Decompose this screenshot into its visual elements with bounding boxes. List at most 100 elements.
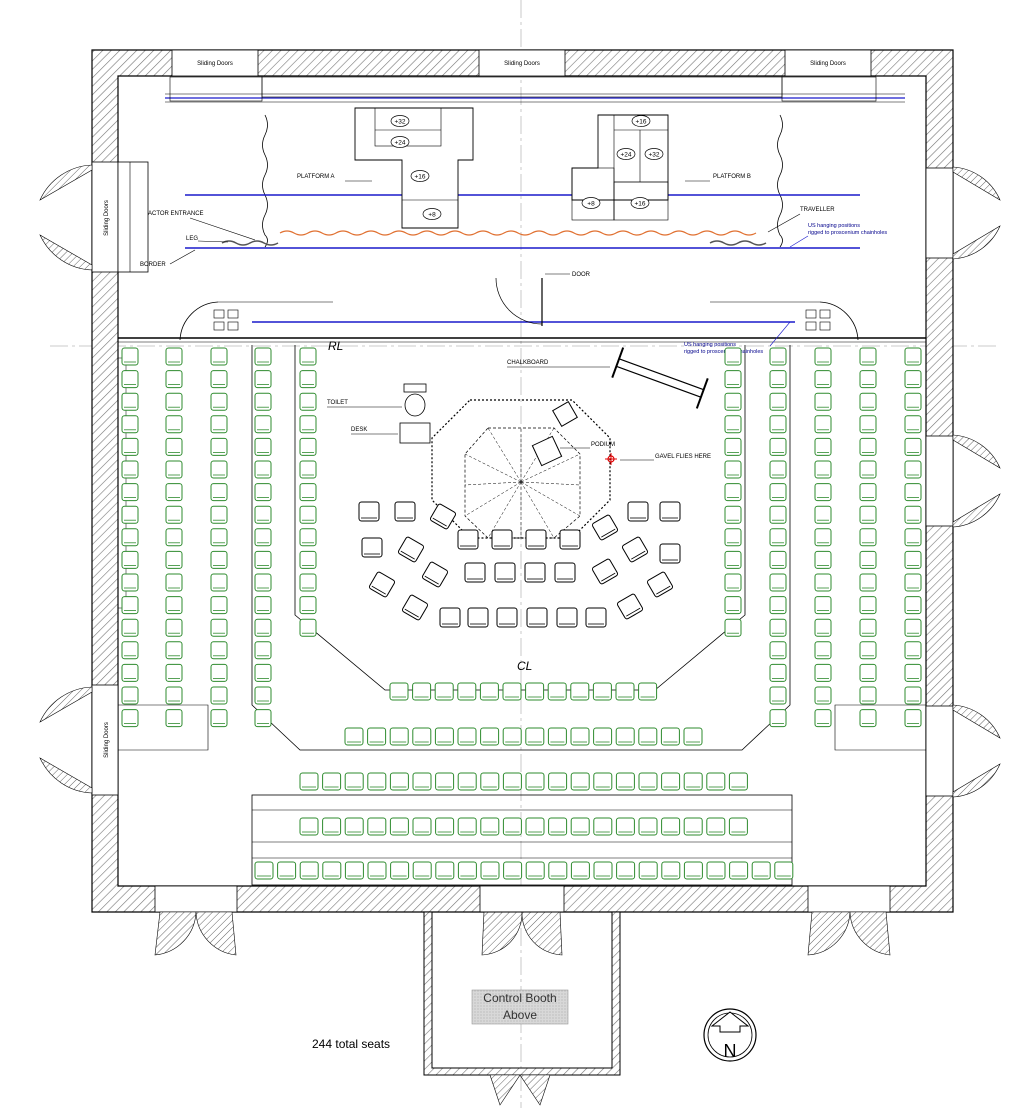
seat <box>814 483 832 502</box>
seat <box>390 861 410 880</box>
seat <box>769 618 787 637</box>
seat <box>814 370 832 389</box>
seat <box>769 641 787 660</box>
seat <box>457 817 477 836</box>
seat <box>165 460 183 479</box>
seat <box>254 641 272 660</box>
seat <box>683 861 703 880</box>
seat <box>165 550 183 569</box>
seat <box>121 686 139 705</box>
seat <box>724 370 742 389</box>
seat <box>367 861 387 880</box>
seat <box>434 682 454 701</box>
seat <box>389 727 409 746</box>
seat <box>402 594 428 621</box>
seat <box>435 861 455 880</box>
seat <box>322 817 342 836</box>
platform-b-label: PLATFORM B <box>713 174 751 180</box>
seat <box>121 663 139 682</box>
seat <box>904 415 922 434</box>
control-booth-above-label: Above <box>503 1008 537 1022</box>
desk-label: DESK <box>351 427 367 433</box>
seat <box>814 641 832 660</box>
gavel-label: GAVEL FLIES HERE <box>655 454 711 460</box>
door-label: DOOR <box>572 272 591 278</box>
seat <box>434 727 454 746</box>
seat <box>660 727 680 746</box>
seat <box>525 529 547 550</box>
seat <box>299 550 317 569</box>
seat <box>502 772 522 791</box>
seat <box>457 772 477 791</box>
seat <box>299 817 319 836</box>
seat <box>165 437 183 456</box>
seat <box>724 618 742 637</box>
seat <box>548 772 568 791</box>
seat <box>480 772 500 791</box>
seat <box>615 817 635 836</box>
actor-entrance-label: ACTOR ENTRANCE <box>148 211 204 217</box>
seat <box>479 682 499 701</box>
seat <box>724 392 742 411</box>
seat <box>728 772 748 791</box>
seat <box>706 861 726 880</box>
seat <box>358 501 380 522</box>
seat <box>592 558 618 585</box>
seat <box>683 727 703 746</box>
seat <box>344 817 364 836</box>
seat <box>299 528 317 547</box>
seat <box>814 392 832 411</box>
seat <box>502 682 522 701</box>
seat <box>165 573 183 592</box>
seat <box>524 562 546 583</box>
seat <box>457 861 477 880</box>
seat <box>457 529 479 550</box>
seat <box>480 817 500 836</box>
seat <box>859 437 877 456</box>
seat <box>904 550 922 569</box>
seat <box>121 709 139 728</box>
seat <box>525 772 545 791</box>
us-hanging-label-3: US hanging positions <box>684 342 736 348</box>
seat <box>121 370 139 389</box>
seat <box>724 460 742 479</box>
seat <box>467 607 489 628</box>
seat <box>814 618 832 637</box>
seat <box>121 437 139 456</box>
audience-seating <box>121 347 922 880</box>
seat <box>724 437 742 456</box>
seat <box>570 861 590 880</box>
seat <box>570 817 590 836</box>
seat <box>859 460 877 479</box>
seat <box>769 415 787 434</box>
platform-b-height-1: +16 <box>635 119 646 126</box>
seat <box>904 370 922 389</box>
seat <box>344 772 364 791</box>
platform-a-height-3: +16 <box>414 174 425 181</box>
seat <box>859 573 877 592</box>
seat <box>659 543 681 564</box>
sliding-doors-label-1: Sliding Doors <box>197 61 233 67</box>
seat <box>210 483 228 502</box>
seat <box>615 772 635 791</box>
seat <box>769 392 787 411</box>
seat <box>439 607 461 628</box>
seat <box>904 505 922 524</box>
seat <box>367 817 387 836</box>
seat <box>724 550 742 569</box>
seat <box>638 817 658 836</box>
north-label: N <box>724 1041 737 1061</box>
seat <box>593 817 613 836</box>
seat <box>422 561 448 588</box>
cl-label: CL <box>517 659 532 673</box>
seat <box>503 861 523 880</box>
seat <box>480 861 500 880</box>
seat <box>769 528 787 547</box>
seat <box>769 437 787 456</box>
seat <box>525 817 545 836</box>
seat <box>361 537 383 558</box>
seat <box>859 709 877 728</box>
platform-b-height-4: +8 <box>587 201 595 208</box>
sliding-doors-label-3: Sliding Doors <box>810 61 846 67</box>
seat <box>121 347 139 366</box>
